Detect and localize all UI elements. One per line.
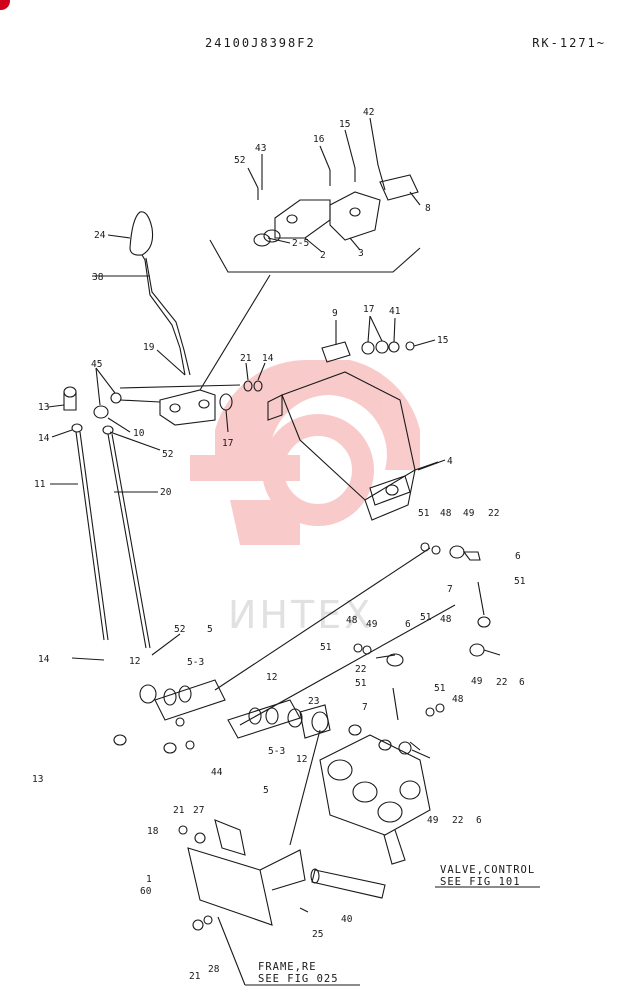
callout-43: 43 — [255, 143, 266, 154]
callout-21c: 21 — [189, 971, 201, 982]
callout-52b: 52 — [162, 449, 173, 460]
callout-3: 3 — [358, 248, 364, 259]
callout-49d: 49 — [427, 815, 439, 826]
callout-21: 21 — [240, 353, 252, 364]
callout-22b: 22 — [496, 677, 507, 688]
callout-11: 11 — [34, 479, 46, 490]
callout-6b: 6 — [405, 619, 411, 630]
callout-48d: 48 — [452, 694, 464, 705]
callout-6c: 6 — [519, 677, 525, 688]
callout-labels: 42 16 15 43 52 8 2-5 2 3 24 38 9 17 41 1… — [32, 107, 526, 982]
callout-48b: 48 — [440, 614, 452, 625]
callout-22d: 22 — [452, 815, 463, 826]
callout-7b: 7 — [362, 702, 368, 713]
callout-15b: 15 — [437, 335, 448, 346]
valve-reference-title: VALVE,CONTROL — [440, 864, 535, 876]
callout-38: 38 — [92, 272, 104, 283]
callout-22: 22 — [488, 508, 499, 519]
callout-18: 18 — [147, 826, 159, 837]
callout-2-5: 2-5 — [292, 238, 309, 249]
callout-14: 14 — [262, 353, 274, 364]
watermark-logo: ИНТЕХ — [190, 359, 420, 637]
callout-14b: 14 — [38, 433, 50, 444]
callout-60: 60 — [140, 886, 152, 897]
callout-5: 5 — [207, 624, 213, 635]
callout-51c: 51 — [420, 612, 432, 623]
frame-reference-see: SEE FIG 025 — [258, 973, 339, 985]
callout-15: 15 — [339, 119, 350, 130]
corner-marker — [0, 0, 10, 10]
callout-20: 20 — [160, 487, 172, 498]
callout-24: 24 — [94, 230, 106, 241]
callout-41: 41 — [389, 306, 401, 317]
serial-range: RK-1271~ — [532, 36, 606, 50]
callout-42: 42 — [363, 107, 374, 118]
callout-51b: 51 — [514, 576, 526, 587]
callout-40: 40 — [341, 914, 353, 925]
valve-reference-see: SEE FIG 101 — [440, 876, 521, 888]
callout-17b: 17 — [222, 438, 233, 449]
callout-48c: 48 — [346, 615, 358, 626]
callout-12c: 12 — [296, 754, 307, 765]
watermark-text: ИНТЕХ — [228, 593, 373, 637]
line-art — [47, 117, 540, 986]
callout-12b: 12 — [266, 672, 277, 683]
callout-13: 13 — [38, 402, 49, 413]
callout-52c: 52 — [174, 624, 185, 635]
callout-6d: 6 — [476, 815, 482, 826]
callout-27: 27 — [193, 805, 204, 816]
callout-51f: 51 — [434, 683, 446, 694]
callout-23: 23 — [308, 696, 319, 707]
callout-49b: 49 — [471, 676, 483, 687]
callout-7: 7 — [447, 584, 453, 595]
callout-16: 16 — [313, 134, 325, 145]
callout-5b: 5 — [263, 785, 269, 796]
callout-48: 48 — [440, 508, 452, 519]
callout-14c: 14 — [38, 654, 50, 665]
callout-49c: 49 — [366, 619, 378, 630]
callout-13b: 13 — [32, 774, 43, 785]
drawing-code: 24100J8398F2 — [205, 36, 316, 50]
callout-49: 49 — [463, 508, 475, 519]
callout-51d: 51 — [320, 642, 332, 653]
callout-52: 52 — [234, 155, 245, 166]
callout-17: 17 — [363, 304, 374, 315]
callout-9: 9 — [332, 308, 338, 319]
callout-19: 19 — [143, 342, 155, 353]
callout-12: 12 — [129, 656, 140, 667]
callout-5-3b: 5-3 — [268, 746, 285, 757]
callout-28: 28 — [208, 964, 220, 975]
callout-45: 45 — [91, 359, 102, 370]
callout-8: 8 — [425, 203, 431, 214]
frame-reference-title: FRAME,RE — [258, 961, 317, 973]
callout-51e: 51 — [355, 678, 367, 689]
callout-4: 4 — [447, 456, 453, 467]
callout-10: 10 — [133, 428, 145, 439]
callout-21b: 21 — [173, 805, 185, 816]
callout-44: 44 — [211, 767, 223, 778]
reference-notes: VALVE,CONTROL SEE FIG 101 FRAME,RE SEE F… — [258, 864, 535, 985]
callout-1: 1 — [146, 874, 152, 885]
callout-51: 51 — [418, 508, 430, 519]
callout-5-3: 5-3 — [187, 657, 204, 668]
callout-6: 6 — [515, 551, 521, 562]
callout-25: 25 — [312, 929, 323, 940]
callout-22c: 22 — [355, 664, 366, 675]
callout-2: 2 — [320, 250, 326, 261]
